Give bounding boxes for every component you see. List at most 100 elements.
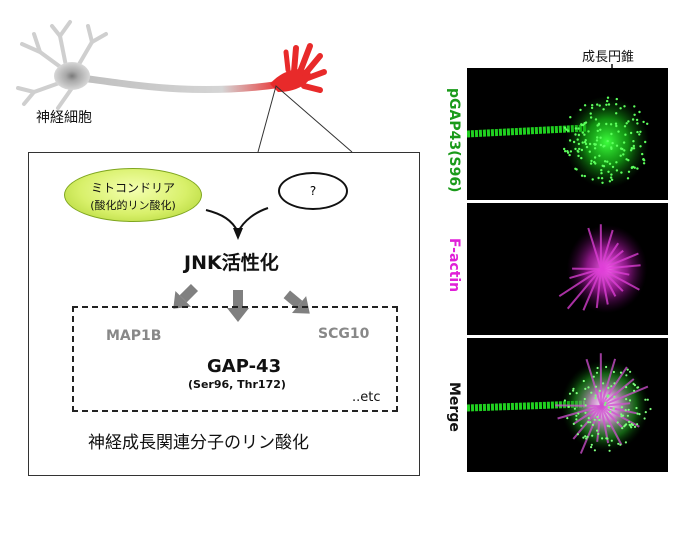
texture-dot [567,405,570,408]
panel-label-merge: Merge [446,382,462,432]
texture-dot [615,97,618,101]
texture-ray [600,405,624,429]
texture-dot [611,165,615,169]
texture-dot [584,404,587,407]
texture-dot [598,389,601,392]
texture-dot [619,443,622,446]
texture-ray [582,268,602,311]
texture-dot [615,103,618,106]
texture-ray [600,268,640,291]
texture-dot [593,156,597,159]
texture-dot [595,139,599,142]
texture-ray [600,229,614,270]
texture-dot [563,126,567,129]
growth-cone-label: 成長円錐 [582,50,635,65]
texture-dot [607,394,610,397]
texture-dot [582,379,585,383]
texture-dot [633,113,636,116]
texture-dot [608,162,612,165]
texture-ray [600,405,640,428]
texture-dot [580,156,583,160]
texture-dot [601,164,604,167]
texture-dot [646,398,649,401]
texture-ray [573,405,602,425]
texture-dot [581,131,584,134]
texture-dot [572,422,575,425]
texture-dot [603,403,606,406]
texture-dot [594,394,597,397]
panel-label-pgap43: pGAP43(S96) [446,88,462,193]
texture-dot [630,147,633,150]
texture-dot [580,148,584,152]
texture-dot [580,174,584,177]
texture-dot [566,417,569,420]
texture-dot [620,406,623,409]
texture-ray [600,252,639,270]
texture-ray [600,378,635,407]
texture-dot [629,149,633,152]
texture-ray [600,402,631,407]
texture-dot [583,140,587,144]
texture-dot [580,123,583,126]
texture-dot [615,169,619,172]
texture-dot [600,177,604,180]
texture-dot [597,176,600,180]
texture-dot [610,146,613,149]
texture-ray [596,405,602,442]
texture-ray [569,268,602,280]
texture-dot [619,154,622,157]
texture-dot [636,412,639,415]
texture-dot [599,128,602,131]
texture-dot [633,389,636,392]
soma [54,62,90,90]
texture-dot [623,105,626,108]
texture-dot [623,425,626,428]
panel-label-factin: F-actin [446,238,462,293]
texture-dot [625,158,628,161]
texture-dot [609,176,613,179]
texture-dot [619,107,622,110]
map1b-label: MAP1B [106,328,162,344]
texture-ray [585,358,602,407]
texture-ray [600,366,628,407]
texture-dot [582,436,585,439]
targets-group [72,306,398,412]
texture-dot [591,423,594,426]
axon [78,74,286,94]
texture-dot [616,421,619,424]
grey-arrows [173,283,310,322]
texture-dot [590,443,593,446]
texture-dot [612,407,615,410]
texture-dot [590,391,593,394]
texture-dot [629,424,632,427]
texture-dot [577,412,580,415]
texture-dot [566,151,570,154]
unknown-factor-node: ? [278,172,348,210]
texture-dot [620,171,623,174]
texture-dot [607,103,611,106]
texture-dot [584,411,587,414]
texture-dot [624,441,627,444]
texture-dot [637,386,640,389]
texture-dot [589,112,592,115]
texture-dot [620,413,623,416]
texture-dot [602,145,605,148]
gap43-sites-label: (Ser96, Thr172) [188,378,286,391]
texture-dot [577,150,580,153]
texture-dot [635,406,638,410]
etc-label: ..etc [352,390,381,405]
texture-dot [636,167,639,170]
texture-dot [638,413,641,416]
texture-dot [621,414,625,417]
texture-dot [626,368,629,371]
texture-dot [643,417,646,420]
texture-dot [594,118,598,121]
texture-dot [598,104,601,107]
texture-dot [584,142,588,146]
texture-dot [587,421,590,424]
texture-dot [638,110,641,114]
pgap43-image [467,96,649,188]
arrow-to-map1b [173,283,199,309]
texture-dot [644,140,647,144]
